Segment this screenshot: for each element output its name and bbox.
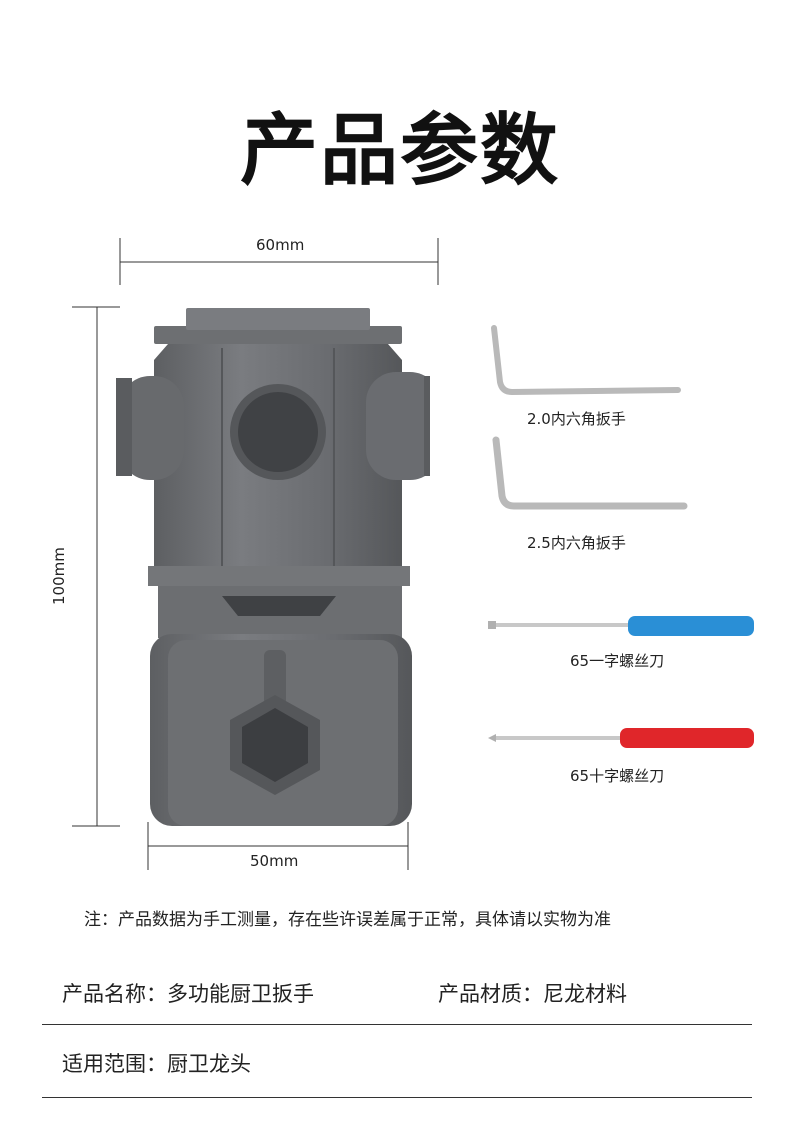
bottom-width-label: 50mm [250, 852, 299, 870]
divider [42, 1024, 752, 1025]
product-image [116, 308, 430, 826]
spec-usage: 适用范围：厨卫龙头 [62, 1052, 251, 1076]
phillips-screwdriver-icon [488, 728, 754, 748]
tool-label-phillips-screwdriver: 65十字螺丝刀 [570, 767, 665, 785]
dimension-lines [72, 238, 439, 870]
top-width-label: 60mm [256, 236, 305, 254]
spec-material: 产品材质：尼龙材料 [438, 982, 627, 1006]
hex-key-icon [492, 436, 688, 510]
flat-screwdriver-icon [488, 616, 754, 636]
tool-label-hex-2-5: 2.5内六角扳手 [527, 534, 626, 552]
page-title: 产品参数 [239, 106, 560, 196]
spec-product-name: 产品名称：多功能厨卫扳手 [62, 982, 314, 1006]
height-label: 100mm [50, 547, 68, 605]
measurement-note: 注：产品数据为手工测量，存在些许误差属于正常，具体请以实物为准 [84, 910, 611, 930]
tools-illustration [488, 325, 754, 748]
divider [42, 1097, 752, 1098]
tool-label-hex-2-0: 2.0内六角扳手 [527, 410, 626, 428]
tool-label-flat-screwdriver: 65一字螺丝刀 [570, 652, 665, 670]
hex-key-icon [491, 325, 681, 396]
